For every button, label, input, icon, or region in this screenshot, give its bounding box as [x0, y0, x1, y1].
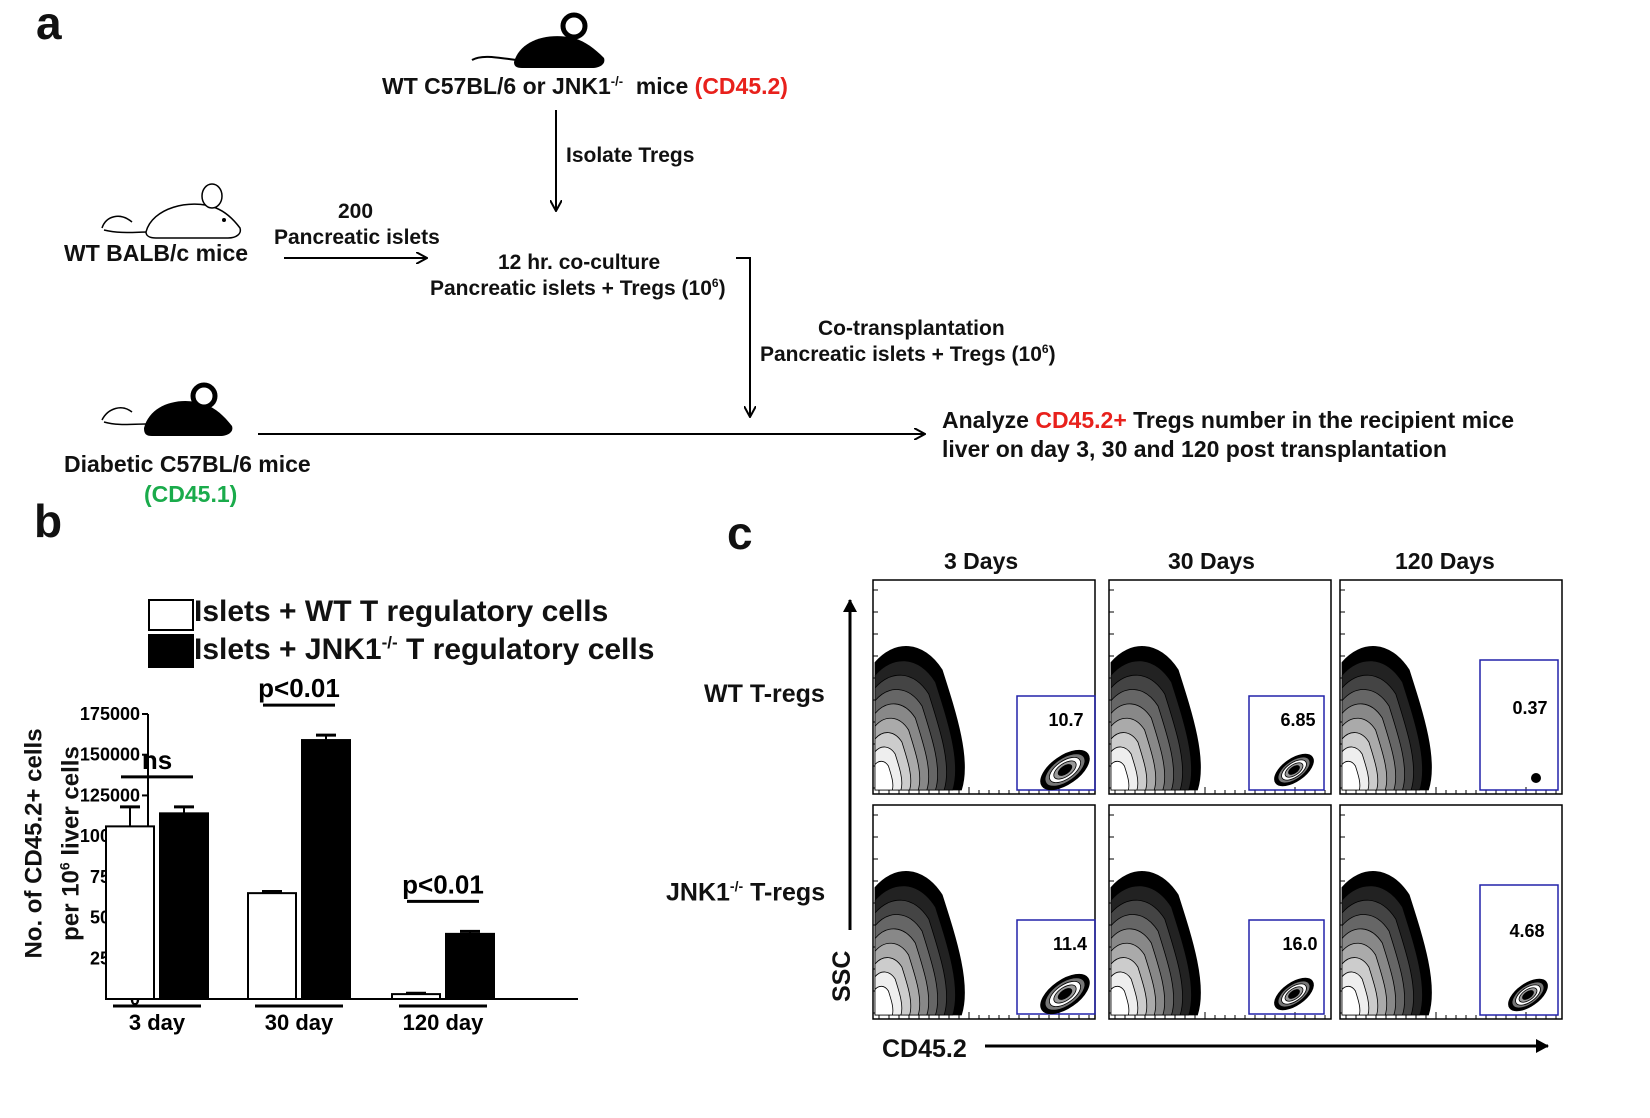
row-label-wt: WT T-regs	[704, 680, 825, 708]
legend-label-jnk1: Islets + JNK1-/- T regulatory cells	[194, 633, 655, 666]
gate-box	[1248, 695, 1325, 791]
gate-box	[1016, 695, 1096, 791]
cotransplant-line1: Co-transplantation	[818, 317, 1005, 340]
legend-swatch-wt	[148, 599, 194, 631]
population-contour	[1341, 985, 1361, 1016]
y-tick-label: 150000	[80, 745, 140, 765]
cotransplant-line2: Pancreatic islets + Tregs (106)	[760, 342, 1056, 366]
legend-swatch-jnk1	[148, 634, 194, 668]
flow-plot: 0.37	[1339, 579, 1563, 795]
gated-population	[1288, 765, 1300, 775]
significance-label: ns	[142, 745, 172, 775]
x-tick-label: 3 day	[129, 1010, 186, 1035]
flow-plot: 11.4	[872, 804, 1096, 1020]
islets-count: 200	[338, 200, 374, 223]
gate-value: 0.37	[1512, 698, 1547, 718]
population-contour	[1341, 760, 1361, 791]
black-mouse-icon	[471, 12, 605, 68]
gate-box	[1479, 659, 1559, 791]
isolate-label: Isolate Tregs	[566, 144, 695, 167]
column-header-30-days: 30 Days	[1168, 548, 1255, 574]
significance-label: p<0.01	[258, 673, 340, 703]
gate-value: 10.7	[1048, 710, 1083, 730]
column-header-3-days: 3 Days	[944, 548, 1019, 574]
donor-mouse-label: WT C57BL/6 or JNK1-/- mice (CD45.2)	[382, 73, 788, 99]
gate-value: 6.85	[1280, 710, 1315, 730]
flow-plot: 10.7	[872, 579, 1096, 795]
gate-box	[1248, 919, 1325, 1015]
bar	[445, 932, 495, 1000]
bar	[159, 812, 209, 1000]
gated-population	[1057, 764, 1073, 776]
gate-box	[1479, 884, 1559, 1016]
panel-letter-b: b	[34, 495, 63, 547]
y-tick-label: 125000	[80, 785, 140, 805]
analyze-line2: liver on day 3, 30 and 120 post transpla…	[942, 436, 1447, 462]
flow-plot: 4.68	[1339, 804, 1563, 1020]
black-mouse-icon	[101, 382, 233, 436]
column-header-120-days: 120 Days	[1395, 548, 1495, 574]
panel-letter-c: c	[727, 507, 753, 559]
gate-value: 4.68	[1509, 921, 1544, 941]
gate-value: 16.0	[1282, 934, 1317, 954]
cotransplant-arrow	[736, 257, 750, 416]
y-tick-label: 175000	[80, 704, 140, 724]
gate-value: 11.4	[1053, 934, 1087, 954]
x-tick-label: 30 day	[265, 1010, 334, 1035]
row-label-jnk1: JNK1-/- T-regs	[666, 878, 826, 907]
significance-label: p<0.01	[402, 869, 484, 899]
islets-label: Pancreatic islets	[274, 226, 440, 249]
population-contour	[1110, 760, 1130, 791]
analyze-line1: Analyze CD45.2+ Tregs number in the reci…	[942, 407, 1515, 433]
diabetic-label: Diabetic C57BL/6 mice	[64, 451, 311, 477]
coculture-line1: 12 hr. co-culture	[498, 251, 661, 274]
panel-letter-a: a	[36, 0, 62, 49]
bar	[105, 825, 155, 1000]
x-tick-label: 120 day	[403, 1010, 484, 1035]
gate-box	[1016, 919, 1096, 1015]
flow-plot: 6.85	[1108, 579, 1332, 795]
gated-population	[1288, 989, 1300, 999]
gated-population	[1057, 988, 1073, 1000]
diabetic-marker: (CD45.1)	[144, 481, 238, 507]
gated-population	[1522, 990, 1534, 1000]
population-contour	[874, 760, 894, 791]
cd45-axis-label: CD45.2	[882, 1035, 967, 1063]
flow-plot: 16.0	[1108, 804, 1332, 1020]
white-mouse-icon	[101, 183, 242, 239]
coculture-line2: Pancreatic islets + Tregs (106)	[430, 276, 726, 300]
population-contour	[874, 985, 894, 1016]
balbc-label: WT BALB/c mice	[64, 240, 249, 266]
gated-population	[1531, 773, 1541, 783]
population-contour	[1110, 985, 1130, 1016]
legend-label-wt: Islets + WT T regulatory cells	[194, 595, 609, 628]
